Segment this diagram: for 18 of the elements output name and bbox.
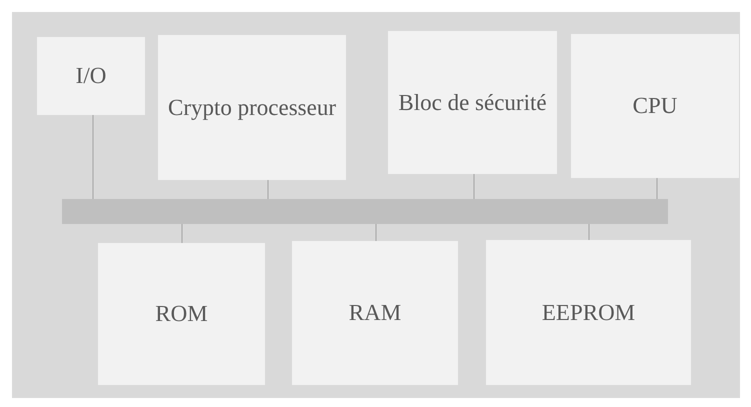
component-box: [486, 240, 691, 385]
component-label: EEPROM: [542, 298, 636, 327]
component-label: Crypto processeur: [168, 94, 336, 122]
component-box: [37, 37, 145, 115]
component-box: [98, 243, 265, 385]
component-box: [571, 34, 739, 178]
component-box: [292, 241, 458, 385]
component-label: Bloc de sécurité: [398, 88, 547, 117]
connector-line: [588, 224, 590, 240]
connector-line: [656, 178, 658, 200]
component-label: ROM: [155, 300, 208, 328]
component-label: CPU: [632, 92, 678, 120]
connector-line: [92, 114, 94, 200]
component-box: [388, 31, 557, 174]
component-label: I/O: [76, 62, 106, 90]
bus-bar: [62, 199, 668, 224]
component-box: [158, 35, 346, 180]
component-label: RAM: [348, 299, 402, 328]
